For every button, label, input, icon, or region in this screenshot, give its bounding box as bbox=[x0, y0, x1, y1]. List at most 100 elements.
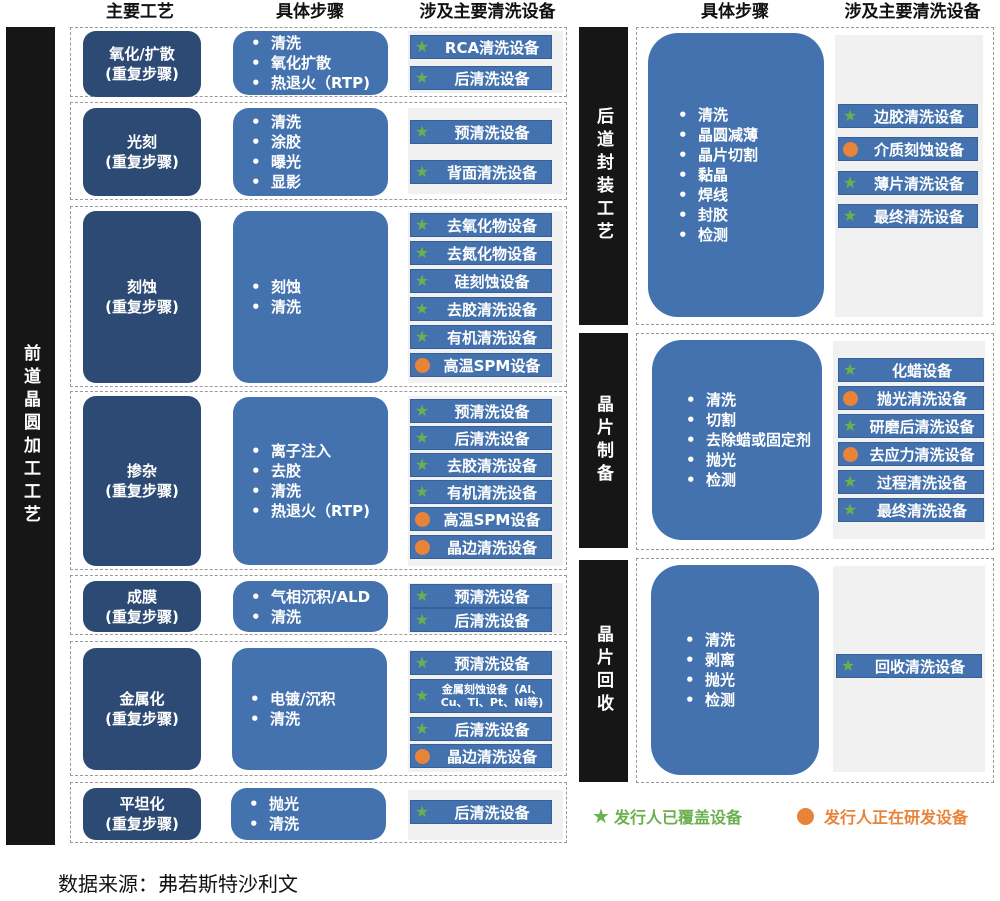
step-text: 清洗 bbox=[271, 482, 302, 500]
step-item: •清洗 bbox=[686, 390, 822, 410]
process-note: (重复步骤) bbox=[105, 65, 179, 83]
equipment-label: 预清洗设备 bbox=[454, 402, 530, 421]
equipment-status-icon: ★ bbox=[411, 457, 433, 473]
steps-box: •刻蚀•清洗 bbox=[233, 211, 388, 383]
process-note: (重复步骤) bbox=[105, 482, 179, 500]
bullet-icon: • bbox=[686, 451, 696, 469]
bullet-icon: • bbox=[251, 278, 261, 296]
equipment-status-icon: ★ bbox=[411, 245, 433, 261]
data-source: 数据来源：弗若斯特沙利文 bbox=[58, 872, 298, 896]
category-label: 晶片制备 bbox=[593, 394, 613, 487]
equipment-label: 化蜡设备 bbox=[891, 361, 952, 380]
equipment-label-line: 金属刻蚀设备（Al、 bbox=[441, 683, 543, 696]
step-item: •焊线 bbox=[678, 185, 824, 205]
step-item: •抛光 bbox=[685, 670, 819, 690]
bullet-icon: • bbox=[249, 795, 259, 813]
equipment-item: 高温SPM设备 bbox=[410, 507, 552, 531]
equipment-label: 去应力清洗设备 bbox=[869, 445, 975, 464]
bullet-icon: • bbox=[251, 482, 261, 500]
step-item: • 涂胶 bbox=[251, 132, 388, 152]
equipment-item: ★预清洗设备 bbox=[410, 584, 552, 608]
equipment-label: 金属刻蚀设备（Al、Cu、Ti、Pt、Ni等) bbox=[433, 683, 551, 709]
equipment-status-icon: ★ bbox=[839, 208, 861, 224]
step-item: •检测 bbox=[678, 225, 824, 245]
bullet-icon: • bbox=[251, 173, 261, 191]
step-item: • 去胶 bbox=[251, 461, 388, 481]
step-text: 清洗 bbox=[271, 113, 302, 131]
star-icon: ★ bbox=[414, 428, 430, 447]
category-label: 晶片回收 bbox=[593, 625, 613, 717]
step-text: 黏晶 bbox=[698, 166, 729, 184]
star-icon: ★ bbox=[592, 804, 610, 828]
equipment-status-icon: ★ bbox=[839, 418, 861, 434]
process-note: (重复步骤) bbox=[105, 815, 179, 833]
equipment-label: 后清洗设备 bbox=[454, 720, 530, 739]
bullet-icon: • bbox=[685, 651, 695, 669]
bullet-icon: • bbox=[250, 710, 260, 728]
equipment-status-icon: ★ bbox=[411, 301, 433, 317]
step-text: 检测 bbox=[698, 226, 729, 244]
equipment-status-icon: ★ bbox=[411, 70, 433, 86]
step-text: 热退火（RTP) bbox=[271, 502, 370, 520]
steps-box: •气相沉积/ALD•清洗 bbox=[233, 581, 388, 632]
bullet-icon: • bbox=[686, 391, 696, 409]
equipment-label: 有机清洗设备 bbox=[446, 483, 537, 502]
steps-box: •清洗•氧化扩散•热退火（RTP) bbox=[233, 31, 388, 95]
step-item: •曝光 bbox=[251, 152, 388, 172]
star-icon: ★ bbox=[414, 215, 430, 234]
step-text: 清洗 bbox=[705, 631, 736, 649]
step-item: •清洗 bbox=[251, 607, 388, 627]
step-item: •清洗 bbox=[251, 112, 388, 132]
equipment-status-icon bbox=[839, 446, 861, 462]
equipment-status-icon: ★ bbox=[411, 273, 433, 289]
equipment-label: 硅刻蚀设备 bbox=[454, 272, 530, 291]
equipment-item: ★边胶清洗设备 bbox=[838, 104, 978, 128]
equipment-label: 薄片清洗设备 bbox=[873, 174, 964, 193]
step-item: •晶圆减薄 bbox=[678, 125, 824, 145]
step-text: 涂胶 bbox=[271, 133, 302, 151]
circle-icon bbox=[414, 539, 430, 555]
equipment-status-icon bbox=[839, 390, 861, 406]
steps-box: •离子注入•去胶•清洗•热退火（RTP) bbox=[233, 397, 388, 565]
step-text: 晶圆减薄 bbox=[698, 126, 759, 144]
process-row-2 bbox=[70, 206, 567, 387]
equipment-label: 晶边清洗设备 bbox=[446, 747, 537, 766]
equipment-status-icon: ★ bbox=[411, 217, 433, 233]
process-note: (重复步骤) bbox=[105, 607, 179, 626]
bullet-icon: • bbox=[249, 815, 259, 833]
header-main-process: 主要工艺 bbox=[106, 2, 174, 22]
equipment-status-icon: ★ bbox=[411, 430, 433, 446]
equipment-item: 高温SPM设备 bbox=[410, 353, 552, 377]
star-icon: ★ bbox=[414, 653, 430, 672]
equipment-status-icon: ★ bbox=[411, 484, 433, 500]
step-item: •清洗 bbox=[685, 630, 819, 650]
step-text: 清洗 bbox=[271, 607, 302, 626]
circle-icon bbox=[842, 141, 858, 157]
bullet-icon: • bbox=[251, 133, 261, 151]
bullet-icon: • bbox=[251, 153, 261, 171]
equipment-item: 晶边清洗设备 bbox=[410, 535, 552, 559]
step-text: 去胶 bbox=[271, 462, 302, 480]
step-text: 抛光 bbox=[705, 671, 736, 689]
star-icon: ★ bbox=[414, 610, 430, 629]
equipment-status-icon bbox=[411, 539, 433, 555]
star-icon: ★ bbox=[414, 299, 430, 318]
equipment-status-icon: ★ bbox=[411, 164, 433, 180]
step-text: 刻蚀 bbox=[271, 278, 302, 296]
step-item: • 剥离 bbox=[685, 650, 819, 670]
circle-icon bbox=[842, 446, 858, 462]
process-row-3 bbox=[70, 391, 567, 570]
equipment-label: 去胶清洗设备 bbox=[446, 300, 537, 319]
bullet-icon: • bbox=[251, 462, 261, 480]
star-icon: ★ bbox=[414, 37, 430, 56]
step-text: 剥离 bbox=[705, 651, 736, 669]
step-text: 切割 bbox=[706, 411, 737, 429]
bullet-icon: • bbox=[250, 690, 260, 708]
equipment-label: 研磨后清洗设备 bbox=[869, 417, 975, 436]
process-row-0 bbox=[70, 27, 567, 97]
process-box: 光刻(重复步骤) bbox=[83, 108, 201, 196]
process-box: 平坦化(重复步骤) bbox=[83, 788, 201, 840]
equipment-item: ★ 硅刻蚀设备 bbox=[410, 269, 552, 293]
equipment-label: 抛光清洗设备 bbox=[876, 389, 967, 408]
equipment-item: ★回收清洗设备 bbox=[836, 654, 982, 678]
